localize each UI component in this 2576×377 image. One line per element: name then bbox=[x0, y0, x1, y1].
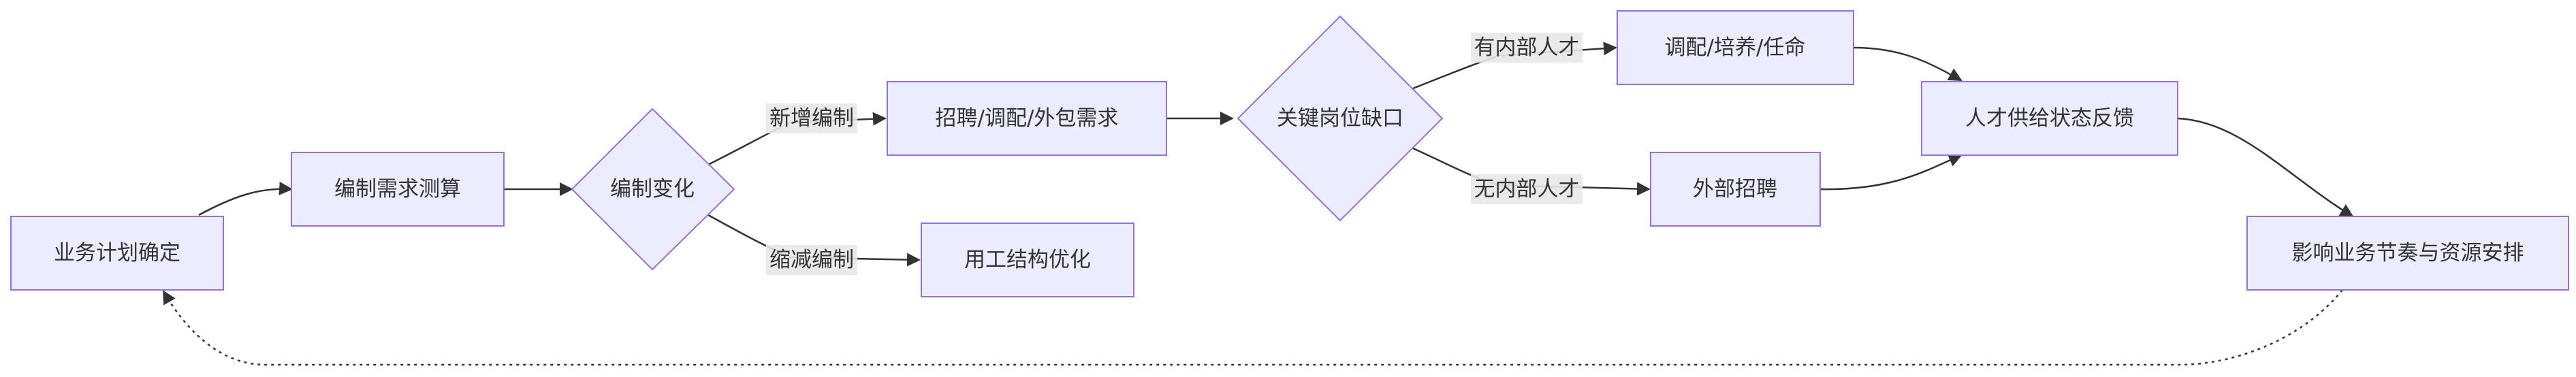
edge-feedback-to-impact bbox=[2177, 117, 2354, 218]
edge-external-to-feedback bbox=[1819, 154, 1962, 191]
edge-impact-to-plan-dotted bbox=[162, 289, 2343, 366]
node-hiring-demand[interactable]: 招聘/调配/外包需求 bbox=[887, 81, 1167, 156]
svg-text:业务计划确定: 业务计划确定 bbox=[54, 241, 180, 265]
edge-plan-to-calc bbox=[198, 181, 293, 216]
svg-text:用工结构优化: 用工结构优化 bbox=[964, 248, 1091, 272]
svg-text:关键岗位缺口: 关键岗位缺口 bbox=[1277, 106, 1403, 131]
node-headcount-change-decision[interactable]: 编制变化 bbox=[571, 108, 735, 271]
svg-text:人才供给状态反馈: 人才供给状态反馈 bbox=[1965, 106, 2134, 131]
edge-label-has-internal: 有内部人才 bbox=[1471, 33, 1583, 63]
node-key-post-gap-decision[interactable]: 关键岗位缺口 bbox=[1237, 15, 1444, 222]
node-impact-business-resources[interactable]: 影响业务节奏与资源安排 bbox=[2246, 216, 2569, 291]
node-talent-feedback[interactable]: 人才供给状态反馈 bbox=[1921, 81, 2178, 156]
edge-transfer-to-feedback bbox=[1853, 46, 1962, 82]
edge-labels: 新增编制 缩减编制 有内部人才 无内部人才 bbox=[766, 33, 1583, 275]
node-transfer-train-appoint[interactable]: 调配/培养/任命 bbox=[1617, 10, 1854, 85]
node-workforce-optimize[interactable]: 用工结构优化 bbox=[921, 223, 1134, 297]
node-headcount-calc[interactable]: 编制需求测算 bbox=[291, 152, 505, 227]
node-business-plan[interactable]: 业务计划确定 bbox=[10, 216, 224, 291]
svg-text:新增编制: 新增编制 bbox=[769, 106, 854, 131]
edge-label-increase: 新增编制 bbox=[766, 103, 857, 133]
svg-text:无内部人才: 无内部人才 bbox=[1474, 177, 1580, 201]
edge-label-decrease: 缩减编制 bbox=[766, 245, 857, 275]
edges bbox=[162, 42, 2354, 366]
svg-text:调配/培养/任命: 调配/培养/任命 bbox=[1665, 35, 1806, 60]
node-external-hire[interactable]: 外部招聘 bbox=[1650, 152, 1821, 227]
svg-text:外部招聘: 外部招聘 bbox=[1693, 177, 1777, 201]
nodes: 业务计划确定 编制需求测算 编制变化 招聘/调配/外包需求 用工结构优化 关键岗… bbox=[10, 10, 2569, 297]
svg-text:编制变化: 编制变化 bbox=[610, 177, 695, 201]
edge-label-no-internal: 无内部人才 bbox=[1471, 174, 1583, 204]
svg-text:编制需求测算: 编制需求测算 bbox=[334, 177, 461, 201]
svg-text:缩减编制: 缩减编制 bbox=[769, 248, 854, 272]
svg-text:影响业务节奏与资源安排: 影响业务节奏与资源安排 bbox=[2292, 241, 2524, 265]
svg-text:招聘/调配/外包需求: 招聘/调配/外包需求 bbox=[936, 106, 1119, 131]
svg-text:有内部人才: 有内部人才 bbox=[1474, 35, 1580, 60]
